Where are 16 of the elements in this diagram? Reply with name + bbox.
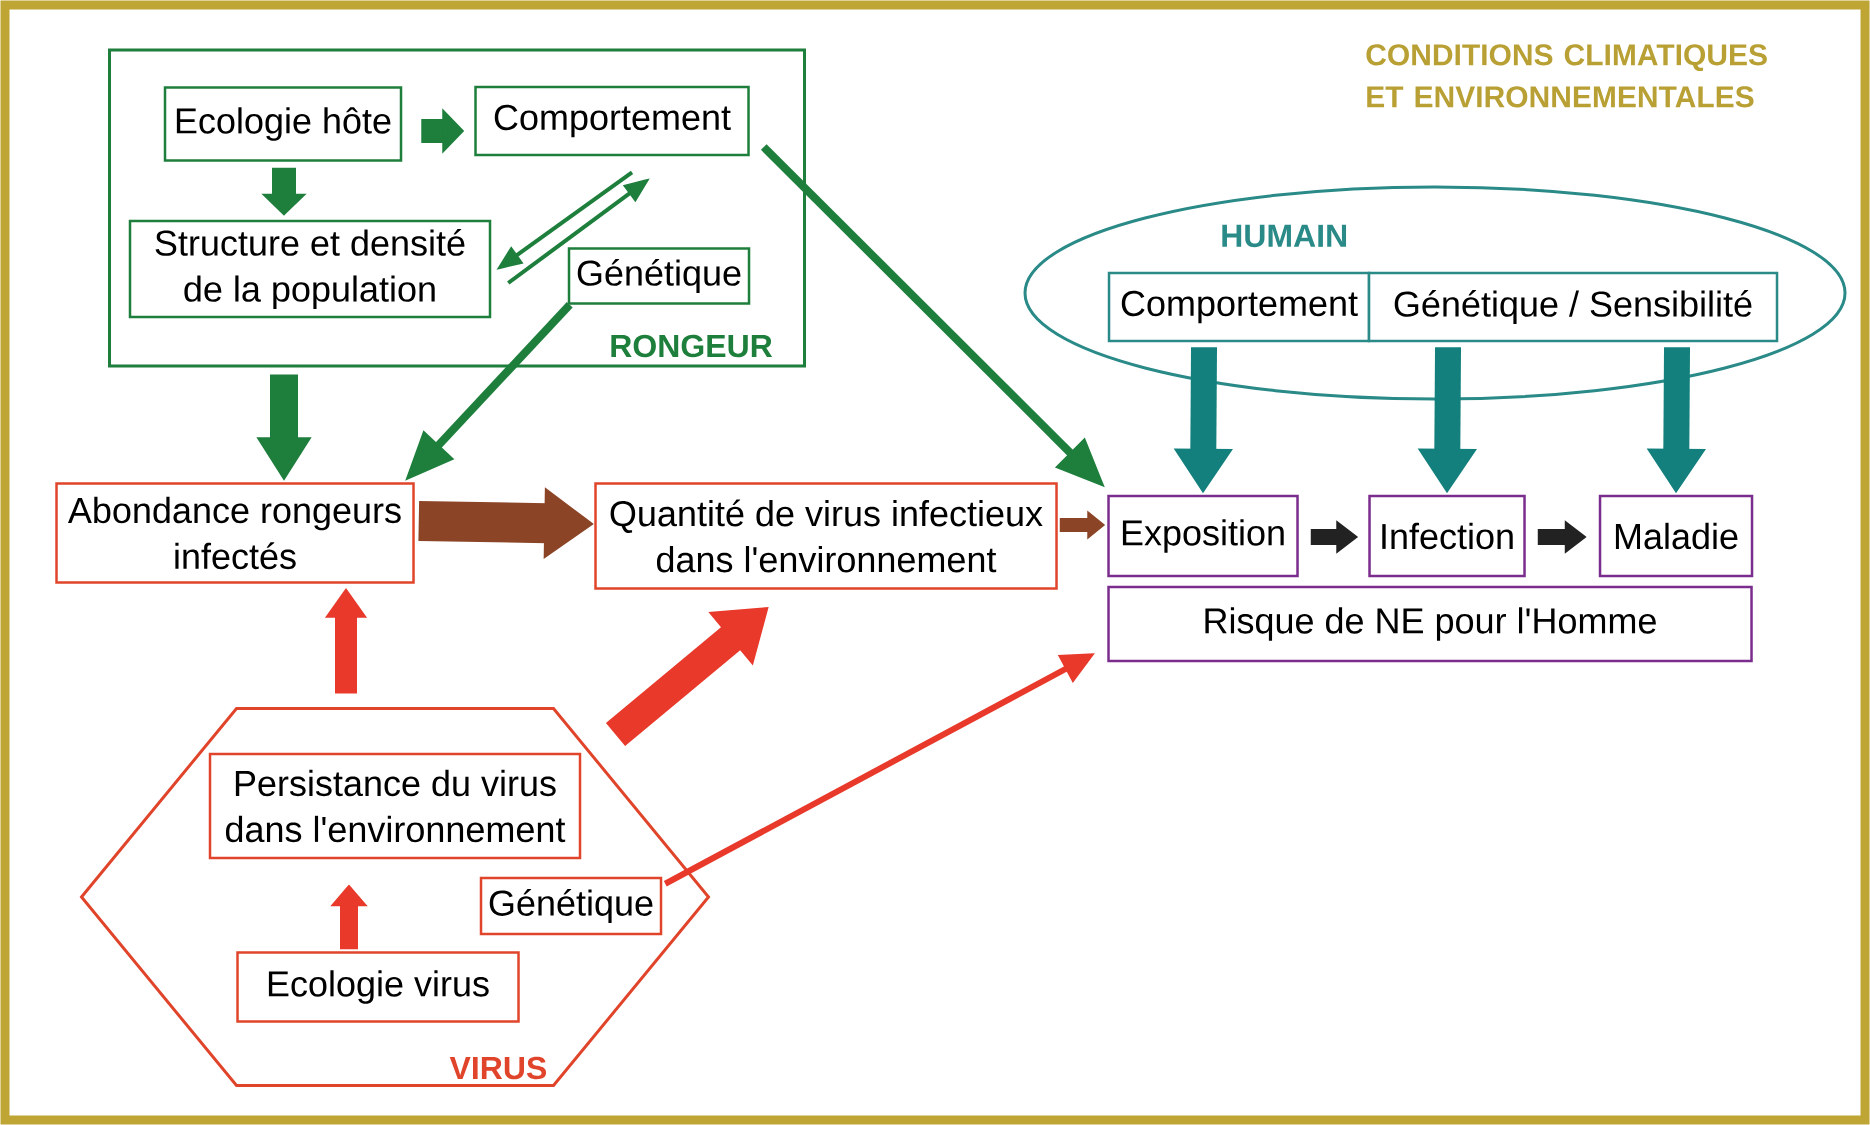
heading: CONDITIONS CLIMATIQUES ET ENVIRONNEMENTALES	[1366, 44, 1767, 108]
process-box: Infection	[1368, 494, 1526, 578]
process-box: Maladie	[1598, 494, 1754, 578]
process-box: Exposition	[1107, 494, 1299, 578]
process-box: Ecologie hôte	[163, 86, 403, 162]
process-box: Génétique	[479, 876, 663, 936]
process-box: Comportement	[474, 85, 750, 157]
process-box: Génétique / Sensibilité	[1367, 271, 1779, 343]
process-box: Génétique	[567, 247, 751, 305]
process-box: Comportement	[1107, 271, 1371, 343]
process-box: Quantité de virus infectieux dans l'environnement	[594, 482, 1058, 590]
process-box: Ecologie virus	[236, 951, 520, 1023]
process-box: Structure et densité de la population	[128, 219, 492, 319]
process-box: Abondance rongeurs infectés	[55, 482, 415, 584]
process-box: Risque de NE pour l'Homme	[1107, 585, 1753, 663]
process-box: Persistance du virus dans l'environnement	[208, 752, 582, 860]
